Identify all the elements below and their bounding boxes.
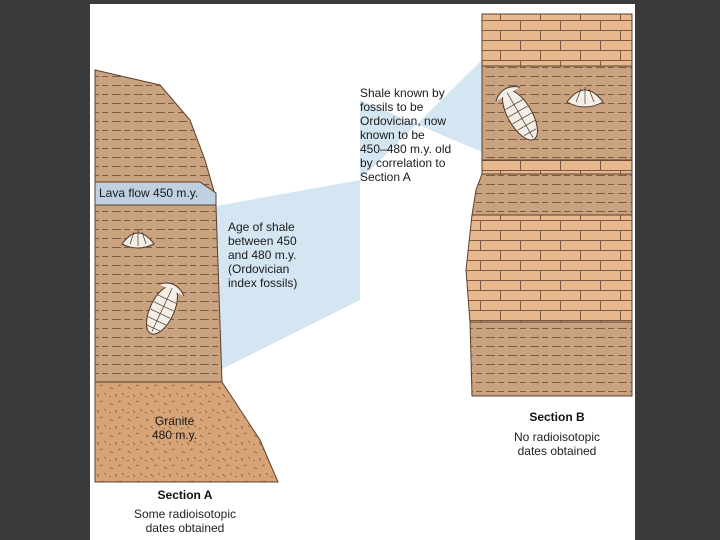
granite-label: Granite 480 m.y. — [152, 414, 198, 442]
section-b-column — [465, 13, 633, 397]
trilobite-fossil — [146, 282, 185, 335]
correlation-beam-a — [216, 180, 360, 372]
shale-lower-b — [469, 321, 633, 397]
section-b-caption: No radioisotopic dates obtained — [513, 430, 601, 458]
shale-band-b — [471, 173, 633, 216]
trilobite-fossil-b — [495, 86, 538, 141]
age-of-shale-callout: Age of shale between 450 and 480 m.y. (O… — [228, 220, 298, 290]
granite-layer — [94, 381, 279, 483]
section-a-caption: Some radioisotopic dates obtained — [133, 507, 237, 535]
brachiopod-fossil — [121, 230, 155, 249]
section-b-title: Section B — [529, 410, 585, 424]
limestone-lower-b — [465, 214, 633, 323]
shale-layer-b — [481, 65, 633, 161]
correlation-callout: Shale known by fossils to be Ordovician,… — [360, 86, 452, 184]
brachiopod-fossil-b — [566, 87, 604, 108]
shale-layer-a — [94, 69, 223, 383]
limestone-top-b — [481, 13, 633, 67]
section-a-title: Section A — [157, 488, 213, 502]
limestone-band-b — [481, 159, 633, 175]
correlation-beam-b — [360, 60, 482, 180]
section-a-column — [94, 69, 279, 483]
lava-flow-label: Lava flow 450 m.y. — [99, 186, 199, 200]
lava-flow-layer — [94, 181, 217, 206]
